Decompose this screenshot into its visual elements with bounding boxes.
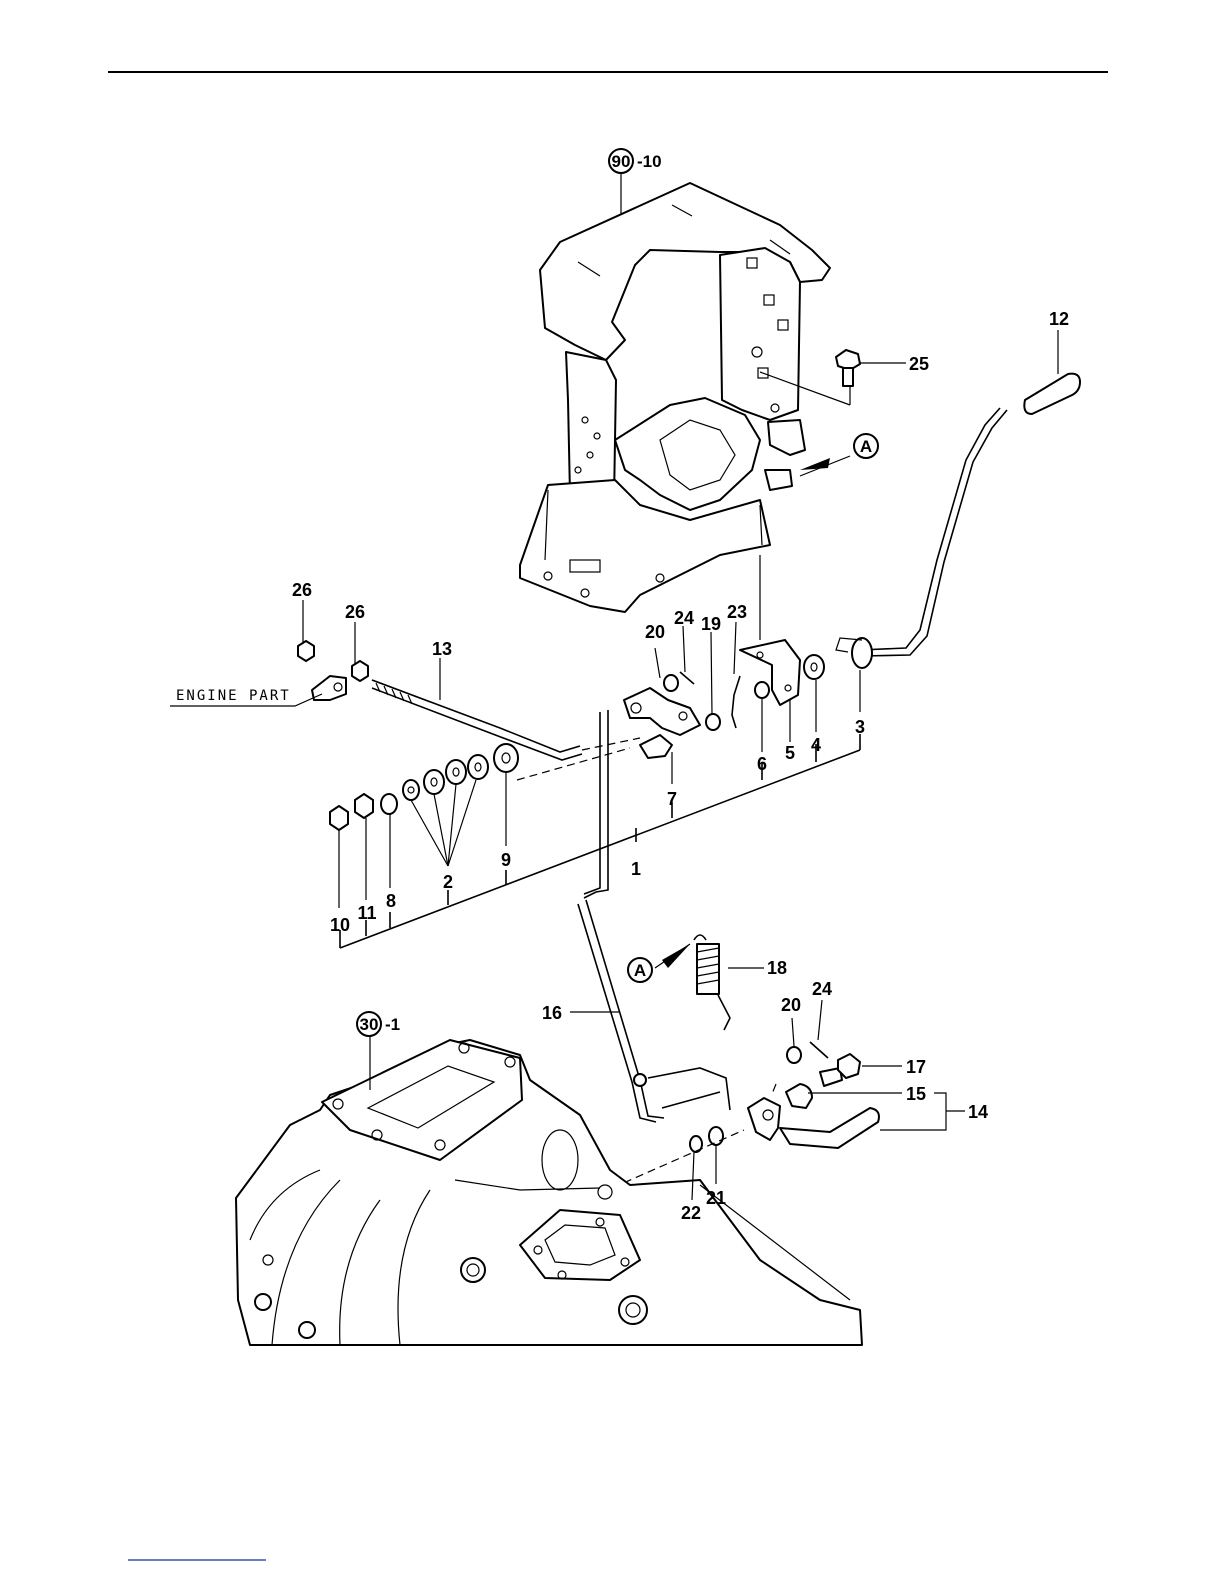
shift-lever [836,374,1080,668]
callout-26a: 26 [292,580,312,600]
callout-20a: 20 [645,622,665,642]
callout-11: 11 [357,903,376,923]
callout-22: 22 [681,1203,701,1223]
washer-6 [755,682,769,698]
svg-text:A: A [860,437,872,456]
svg-text:90: 90 [612,152,631,171]
ref-circle-30: 30 -1 [357,1012,400,1036]
washer-20-top [664,675,678,691]
bolt-25 [836,350,860,386]
callout-4: 4 [811,735,821,755]
rod-end-joint [298,641,368,700]
marker-a-bottom: A [628,958,652,982]
callout-24a: 24 [674,608,694,628]
callout-7: 7 [667,789,677,809]
svg-text:-10: -10 [637,152,662,171]
svg-text:-1: -1 [385,1015,400,1034]
spring-18 [648,935,730,1110]
washer-stack [330,744,518,830]
lever-assembly-14 [612,1042,879,1188]
spring-23 [732,676,740,728]
callout-16: 16 [542,1003,562,1023]
callout-17: 17 [906,1057,926,1077]
callout-1: 1 [631,859,641,879]
callout-14: 14 [968,1102,988,1122]
rod-16 [578,710,664,1122]
engine-part-label: ENGINE PART [176,688,291,704]
callout-23: 23 [727,602,747,622]
callout-25: 25 [909,354,929,374]
callout-9: 9 [501,850,511,870]
callout-2: 2 [443,872,453,892]
bracket-5 [740,640,800,705]
svg-text:A: A [634,961,646,980]
callout-15: 15 [906,1084,926,1104]
callout-18: 18 [767,958,787,978]
ref-circle-90: 90 -10 [609,149,662,173]
callout-24b: 24 [812,979,832,999]
callout-19: 19 [701,614,721,634]
callout-10: 10 [330,915,350,935]
lever-knob [1024,374,1080,414]
svg-text:30: 30 [360,1015,379,1034]
washer-19 [706,714,720,730]
pin-24-top [680,672,694,684]
callout-3: 3 [855,717,865,737]
callout-13: 13 [432,639,452,659]
callout-21: 21 [706,1188,726,1208]
callout-26b: 26 [345,602,365,622]
washer-4 [804,655,824,679]
callout-12: 12 [1049,309,1069,329]
callout-20b: 20 [781,995,801,1015]
console-frame [520,183,830,612]
callout-5: 5 [785,743,795,763]
marker-a-top: A [854,434,878,458]
lever-plate-7 [624,688,700,758]
callout-8: 8 [386,891,396,911]
callout-6: 6 [757,754,767,774]
transmission-case [236,1040,862,1345]
